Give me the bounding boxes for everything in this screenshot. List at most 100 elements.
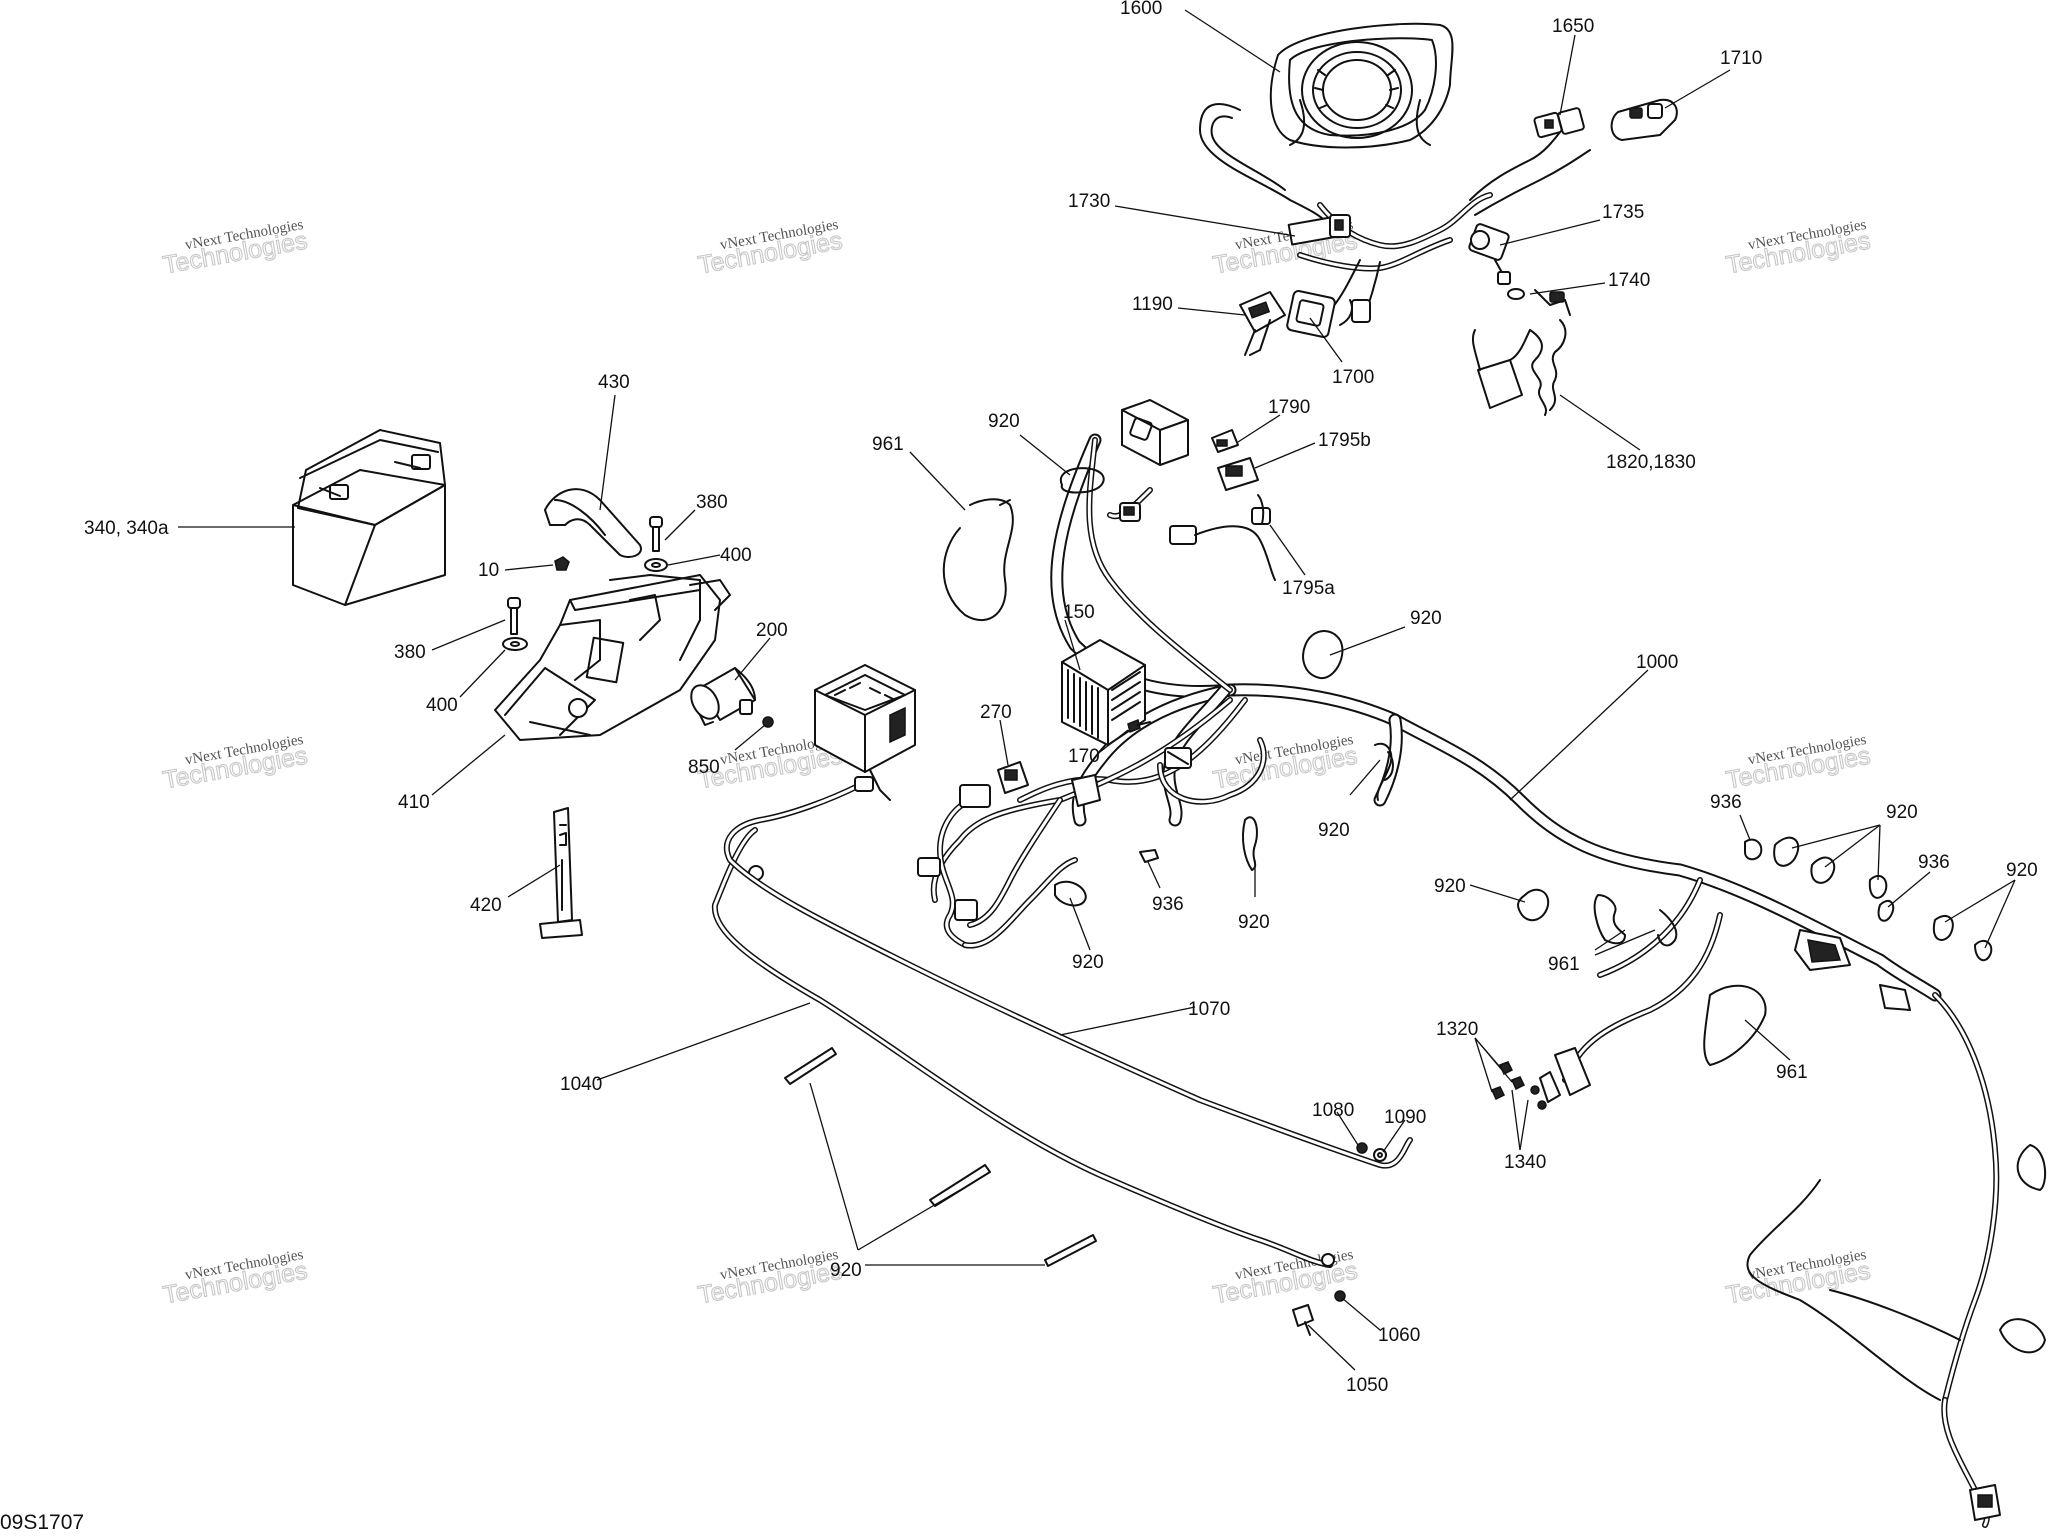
connector-1190 <box>1239 291 1286 356</box>
callout-420: 420 <box>470 895 502 916</box>
callout-1340: 1340 <box>1504 1152 1546 1173</box>
callout-1040: 1040 <box>560 1074 602 1095</box>
callout-1700: 1700 <box>1332 367 1374 388</box>
callout-920-c: 920 <box>1318 820 1350 841</box>
callout-340: 340, 340a <box>84 518 169 539</box>
clamp-961-lower-b <box>1657 909 1678 947</box>
washer-400-lower <box>502 637 528 651</box>
callout-1070: 1070 <box>1188 999 1230 1020</box>
callout-1600: 1600 <box>1120 0 1162 19</box>
callout-1795b: 1795b <box>1318 430 1371 451</box>
callout-1740: 1740 <box>1608 270 1650 291</box>
callout-961-b: 961 <box>1548 954 1580 975</box>
callout-1735: 1735 <box>1602 202 1644 223</box>
callout-170: 170 <box>1068 746 1100 767</box>
callout-1790: 1790 <box>1268 397 1310 418</box>
connector-270 <box>997 761 1029 794</box>
callout-1050: 1050 <box>1346 1375 1388 1396</box>
callout-380-upper: 380 <box>696 492 728 513</box>
callout-10: 10 <box>478 560 499 581</box>
callout-400-lower: 400 <box>426 695 458 716</box>
callout-1090: 1090 <box>1384 1107 1426 1128</box>
callout-961-c: 961 <box>1776 1062 1808 1083</box>
callout-270: 270 <box>980 702 1012 723</box>
harness-1795a <box>1169 494 1276 581</box>
callout-920-studs: 920 <box>830 1260 862 1281</box>
solenoid-200 <box>690 667 756 726</box>
drawing-code: 09S1707 <box>0 1511 84 1534</box>
studs-920 <box>784 1047 1097 1267</box>
gauge-cluster-1600 <box>1269 22 1454 149</box>
cable-tie-920-b <box>1302 630 1344 680</box>
callout-920-top: 920 <box>988 411 1020 432</box>
callout-920-f: 920 <box>1434 876 1466 897</box>
cable-tie-920-c <box>1374 742 1394 801</box>
callout-430: 430 <box>598 372 630 393</box>
cable-tie-920-a <box>1059 467 1105 494</box>
bolt-380-upper <box>649 516 663 552</box>
callout-1820-1830: 1820,1830 <box>1606 452 1696 473</box>
callout-1320: 1320 <box>1436 1019 1478 1040</box>
connector-1795b <box>1217 457 1259 491</box>
connector-1730 <box>1287 214 1351 246</box>
callout-920-mid: 920 <box>1410 608 1442 629</box>
o-ring-1740 <box>1507 288 1525 300</box>
callout-936-a: 936 <box>1152 894 1184 915</box>
callout-850: 850 <box>688 757 720 778</box>
main-wiring-harness <box>1050 433 2000 1528</box>
callout-1000: 1000 <box>1636 652 1678 673</box>
connector-1650 <box>1533 107 1585 139</box>
callout-920-d: 920 <box>1238 912 1270 933</box>
clamp-961-lower-a <box>1593 894 1626 945</box>
callout-1060: 1060 <box>1378 1325 1420 1346</box>
callout-936-b: 936 <box>1710 792 1742 813</box>
cable-tie-920-e <box>1054 880 1087 907</box>
callout-961-left: 961 <box>872 434 904 455</box>
cable-tie-row-right <box>1744 836 1993 962</box>
clip-936-a <box>1139 849 1159 863</box>
callout-1730: 1730 <box>1068 191 1110 212</box>
nut-10 <box>554 556 570 571</box>
callout-150: 150 <box>1063 602 1095 623</box>
fuse-box <box>814 664 916 801</box>
switch-1710 <box>1610 98 1678 141</box>
callout-1795a: 1795a <box>1282 578 1335 599</box>
screw-170 <box>1127 718 1151 734</box>
left-sub-harness <box>917 747 1192 949</box>
callout-920-g: 920 <box>1886 802 1918 823</box>
battery-holder-420 <box>539 807 583 939</box>
safety-lanyard-1820-1830 <box>1471 289 1571 416</box>
callout-920-h: 920 <box>2006 860 2038 881</box>
callout-1080: 1080 <box>1312 1100 1354 1121</box>
callout-1710: 1710 <box>1720 48 1762 69</box>
harness-connector-block <box>1794 929 2001 1521</box>
connector-1700 <box>1286 290 1371 338</box>
cable-tie-920-f <box>1517 888 1550 922</box>
nut-850 <box>762 716 774 728</box>
callout-1190: 1190 <box>1132 294 1173 315</box>
voltage-regulator-150 <box>1061 639 1146 746</box>
battery-tray-410 <box>494 574 731 741</box>
battery-strap-430 <box>544 488 642 558</box>
connector-ecu-top <box>1119 399 1189 522</box>
callout-936-c: 936 <box>1918 852 1950 873</box>
clamp-far-right <box>1999 1144 2047 1354</box>
callout-410: 410 <box>398 792 430 813</box>
callout-200: 200 <box>756 620 788 641</box>
clamp-961-left <box>942 498 1014 621</box>
screws-1320 <box>1490 1061 1526 1101</box>
connector-1790 <box>1211 429 1239 453</box>
battery-340 <box>292 429 446 606</box>
battery-cable-1070 <box>723 776 1413 1267</box>
callout-920-e: 920 <box>1072 952 1104 973</box>
battery-cable-1040 <box>711 827 1333 1268</box>
